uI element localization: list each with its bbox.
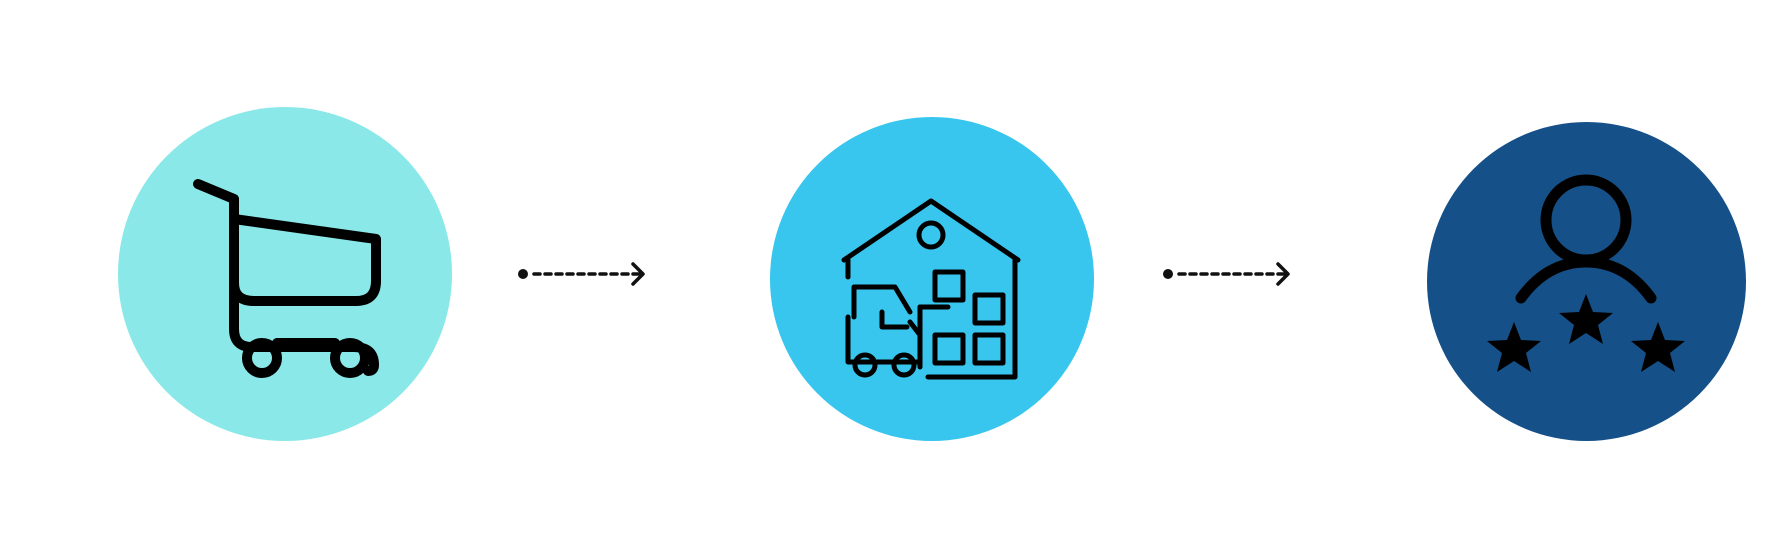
star-icon (1487, 322, 1541, 372)
warehouse-forklift-icon (841, 198, 1021, 380)
dotted-arrow-connector (518, 262, 645, 286)
chevron-right-icon (631, 262, 645, 286)
step-circle-purchase (118, 107, 452, 441)
connector-start-dot (1163, 269, 1173, 279)
star-icon (1631, 322, 1685, 372)
customer-rating-icon (1487, 174, 1685, 372)
chevron-right-icon (1276, 262, 1290, 286)
dotted-arrow-connector (1163, 262, 1290, 286)
star-icon (1559, 294, 1613, 344)
shopping-cart-icon (193, 179, 381, 378)
connector-start-dot (518, 269, 528, 279)
step-circle-warehouse (770, 117, 1094, 441)
step-circle-customer-rating (1427, 122, 1746, 441)
